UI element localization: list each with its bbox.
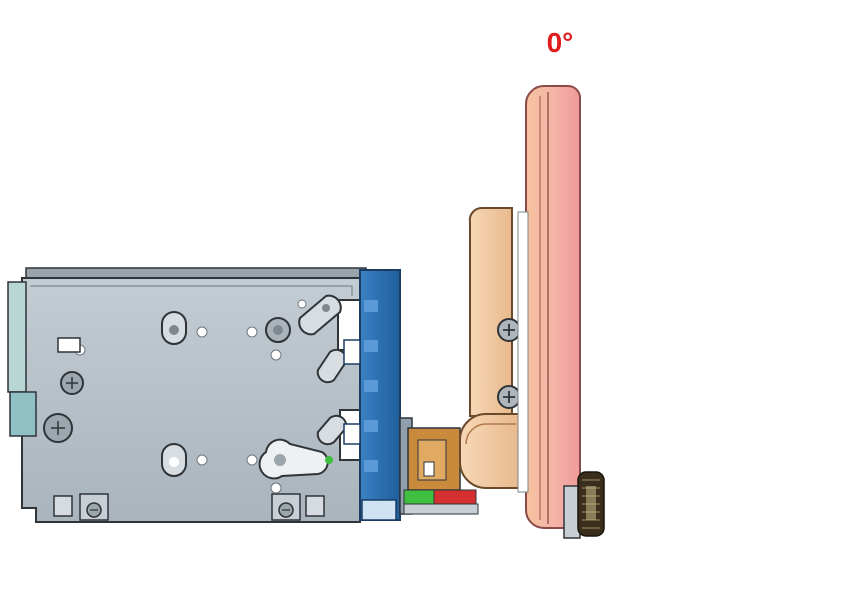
mounting-bracket	[343, 269, 401, 521]
indicator-dot	[325, 456, 333, 464]
screw-icon	[278, 502, 294, 518]
screw-icon	[265, 317, 291, 343]
clip	[57, 337, 81, 353]
screw-icon	[497, 385, 521, 409]
hinge-arm	[459, 206, 523, 489]
slot-hole-icon	[298, 294, 342, 336]
screw-icon	[86, 502, 102, 518]
angle-label: 0°	[546, 27, 574, 58]
slot-hole-icon	[161, 311, 187, 345]
screw-icon	[60, 371, 84, 395]
screen-panel	[517, 85, 581, 529]
slot-hole-icon	[161, 443, 187, 477]
connector-assembly	[399, 417, 479, 515]
screw-icon	[43, 413, 73, 443]
screw-icon	[497, 318, 521, 342]
volume-knob-icon	[563, 471, 605, 539]
chassis-holes	[74, 299, 307, 494]
chassis	[7, 267, 367, 523]
slot-hole-icon	[258, 438, 329, 480]
